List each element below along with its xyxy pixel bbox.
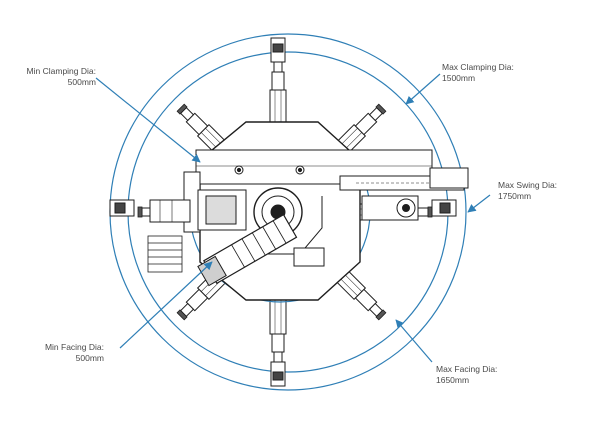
drive-motor bbox=[149, 171, 247, 233]
max-clamping-label: Max Clamping Dia: 1500mm bbox=[442, 62, 514, 84]
max-swing-title: Max Swing Dia: bbox=[498, 180, 558, 190]
tool-head-right bbox=[361, 195, 419, 221]
min-facing-label: Min Facing Dia: 500mm bbox=[32, 342, 104, 364]
max-facing-value: 1650mm bbox=[436, 375, 470, 385]
min-clamping-title: Min Clamping Dia: bbox=[26, 66, 96, 76]
max-swing-label: Max Swing Dia: 1750mm bbox=[498, 180, 557, 202]
max-facing-title: Max Facing Dia: bbox=[436, 364, 498, 374]
min-clamping-value: 500mm bbox=[67, 77, 96, 87]
max-clamping-value: 1500mm bbox=[442, 73, 476, 83]
cross-slide bbox=[195, 149, 469, 191]
min-clamping-label: Min Clamping Dia: 500mm bbox=[24, 66, 96, 88]
min-facing-value: 500mm bbox=[75, 353, 104, 363]
data-plate bbox=[147, 235, 183, 273]
arm-caps bbox=[109, 37, 457, 387]
rotating-hub bbox=[251, 187, 325, 267]
max-swing-value: 1750mm bbox=[498, 191, 532, 201]
max-clamping-title: Max Clamping Dia: bbox=[442, 62, 514, 72]
leader-lines bbox=[95, 73, 491, 363]
max-facing-label: Max Facing Dia: 1650mm bbox=[436, 364, 497, 386]
min-facing-title: Min Facing Dia: bbox=[44, 342, 104, 352]
